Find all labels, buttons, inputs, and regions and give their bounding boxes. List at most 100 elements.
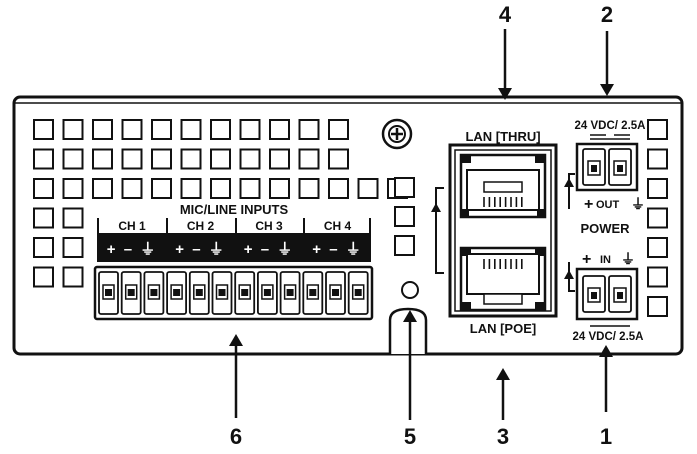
channel-pin-legend: + – ⏚ (244, 241, 294, 258)
vent-slot (62, 237, 84, 258)
lan-poe-label: LAN [POE] (470, 321, 536, 336)
ground-symbol-out: ⏚ (631, 196, 645, 212)
channel-pin-legend: + – ⏚ (175, 241, 225, 258)
ground-screw (381, 118, 413, 150)
in-label: IN (600, 254, 611, 266)
vent-slot (394, 206, 415, 227)
mounting-foot (388, 307, 428, 354)
power-hole (617, 292, 623, 299)
vent-slot (239, 148, 261, 170)
lan-thru-port (459, 153, 547, 219)
vent-slot (239, 119, 261, 140)
vent-slot (180, 119, 202, 140)
vent-slot (62, 207, 84, 229)
power-in-markings: + IN ⏚ (582, 251, 635, 268)
callout-leaders (229, 29, 614, 420)
vent-slot (210, 148, 231, 170)
channel-label: CH 4 (324, 219, 352, 233)
vent-slot (92, 148, 113, 170)
terminal-hole (150, 289, 158, 296)
vent-slot (62, 148, 84, 170)
power-label: POWER (580, 221, 630, 236)
lan-poe-port (459, 246, 547, 312)
power-out-connector (575, 142, 639, 192)
vent-grid-left (33, 119, 415, 288)
terminal-hole (354, 289, 362, 296)
ground-symbol-in: ⏚ (621, 251, 635, 267)
vent-slot (180, 178, 202, 199)
channel-pin-legend: + – ⏚ (312, 241, 362, 258)
vent-slot (33, 178, 54, 199)
vent-slot (394, 177, 415, 198)
mic-line-terminal-block (93, 265, 374, 321)
vent-slot (33, 119, 54, 140)
power-out-overline (590, 134, 630, 140)
vent-slot (394, 235, 415, 256)
vent-slot (62, 119, 84, 140)
lan-module (448, 143, 558, 318)
callout-2: 2 (601, 2, 613, 27)
vent-slot (269, 148, 290, 170)
vent-slot (298, 178, 320, 199)
vent-slot (647, 266, 668, 288)
terminal-hole (286, 289, 294, 296)
vent-slot (33, 148, 54, 170)
terminal-hole (195, 289, 203, 296)
vent-slot (62, 266, 84, 288)
vent-slot (269, 178, 290, 199)
vent-slot (210, 119, 231, 140)
channel-label: CH 3 (255, 219, 283, 233)
callout-4: 4 (499, 2, 512, 27)
terminal-hole (332, 289, 339, 296)
terminal-hole (263, 289, 271, 296)
vent-slot (647, 119, 668, 140)
vent-slot (33, 207, 54, 229)
power-out-markings: + OUT ⏚ (584, 196, 645, 213)
channel-pin-legend: + – ⏚ (107, 241, 157, 258)
power-in-arrow (564, 262, 575, 292)
power-out-arrow (564, 173, 575, 209)
lan-thru-label: LAN [THRU] (465, 129, 540, 144)
vent-slot (298, 119, 320, 140)
vent-slot (298, 148, 320, 170)
terminal-hole (218, 289, 226, 296)
power-in-rating: 24 VDC/ 2.5A (573, 331, 644, 343)
status-led (401, 281, 419, 299)
vent-slot (647, 237, 668, 258)
vent-slot (328, 119, 349, 140)
vent-slot (328, 178, 349, 199)
terminal-hole (173, 289, 181, 296)
vent-slot (121, 119, 143, 140)
vent-slot (151, 148, 172, 170)
vent-slot (151, 178, 172, 199)
terminal-hole (105, 289, 112, 296)
vent-slot (210, 178, 231, 199)
terminal-hole (241, 289, 249, 296)
out-label: OUT (596, 199, 620, 211)
channel-label: CH 2 (187, 219, 215, 233)
vent-slot (33, 237, 54, 258)
svg-text:+: + (584, 196, 593, 213)
callout-5: 5 (404, 424, 416, 449)
vent-slot (647, 207, 668, 229)
callout-1: 1 (600, 424, 612, 449)
vent-slot (239, 178, 261, 199)
terminal-hole (309, 289, 317, 296)
terminal-hole (127, 289, 135, 296)
vent-slot (647, 296, 668, 317)
vent-slot (62, 178, 84, 199)
vent-slot (328, 148, 349, 170)
power-hole (591, 292, 597, 299)
vent-slot (180, 148, 202, 170)
vent-slot (92, 119, 113, 140)
vent-slot (647, 178, 668, 199)
power-out-rating: 24 VDC/ 2.5A (575, 120, 646, 132)
vent-slot (121, 178, 143, 199)
vent-slot (92, 178, 113, 199)
lan-bracket-arrow (431, 187, 444, 274)
svg-text:+: + (582, 251, 591, 268)
vent-slot (33, 266, 54, 288)
vent-slot (269, 119, 290, 140)
mic-line-inputs-label: MIC/LINE INPUTS (180, 202, 289, 217)
